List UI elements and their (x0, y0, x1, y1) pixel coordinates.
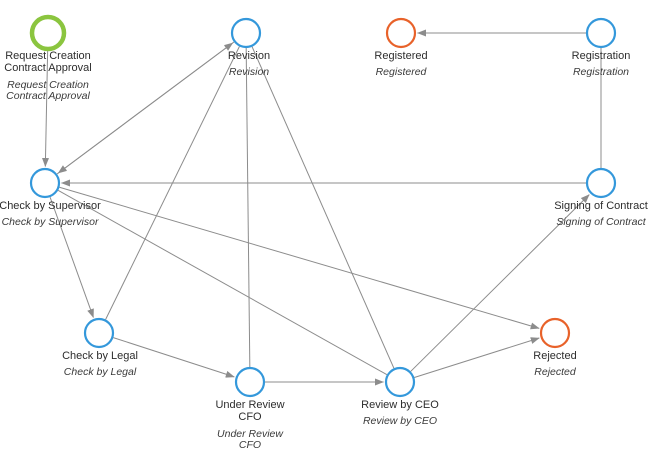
edge-check_by_supervisor-to-revision (56, 42, 234, 175)
node-review_by_ceo[interactable] (384, 366, 416, 398)
edge-revision-to-review_by_ceo (251, 46, 395, 369)
edge-check_by_legal-to-revision (105, 46, 240, 320)
node-under_review_cfo[interactable] (234, 366, 266, 398)
edge-under_review_cfo-to-revision (245, 47, 251, 368)
node-request_creation[interactable] (29, 14, 67, 52)
node-registration[interactable] (585, 17, 617, 49)
edge-review_by_ceo-to-signing_of_contract (410, 194, 590, 372)
edge-check_by_supervisor-to-review_by_ceo (57, 189, 388, 376)
node-check_by_legal[interactable] (83, 317, 115, 349)
node-rejected[interactable] (539, 317, 571, 349)
edges-layer (42, 29, 602, 386)
nodes-layer (29, 14, 617, 398)
edge-review_by_ceo-to-rejected (414, 337, 540, 378)
edge-check_by_supervisor-to-check_by_legal (49, 196, 94, 318)
node-registered[interactable] (385, 17, 417, 49)
node-revision[interactable] (230, 17, 262, 49)
edge-check_by_legal-to-under_review_cfo (113, 337, 235, 378)
node-check_by_supervisor[interactable] (29, 167, 61, 199)
node-signing_of_contract[interactable] (585, 167, 617, 199)
edge-check_by_supervisor-to-rejected (59, 186, 540, 330)
edge-request_creation-to-check_by_supervisor (42, 49, 49, 167)
